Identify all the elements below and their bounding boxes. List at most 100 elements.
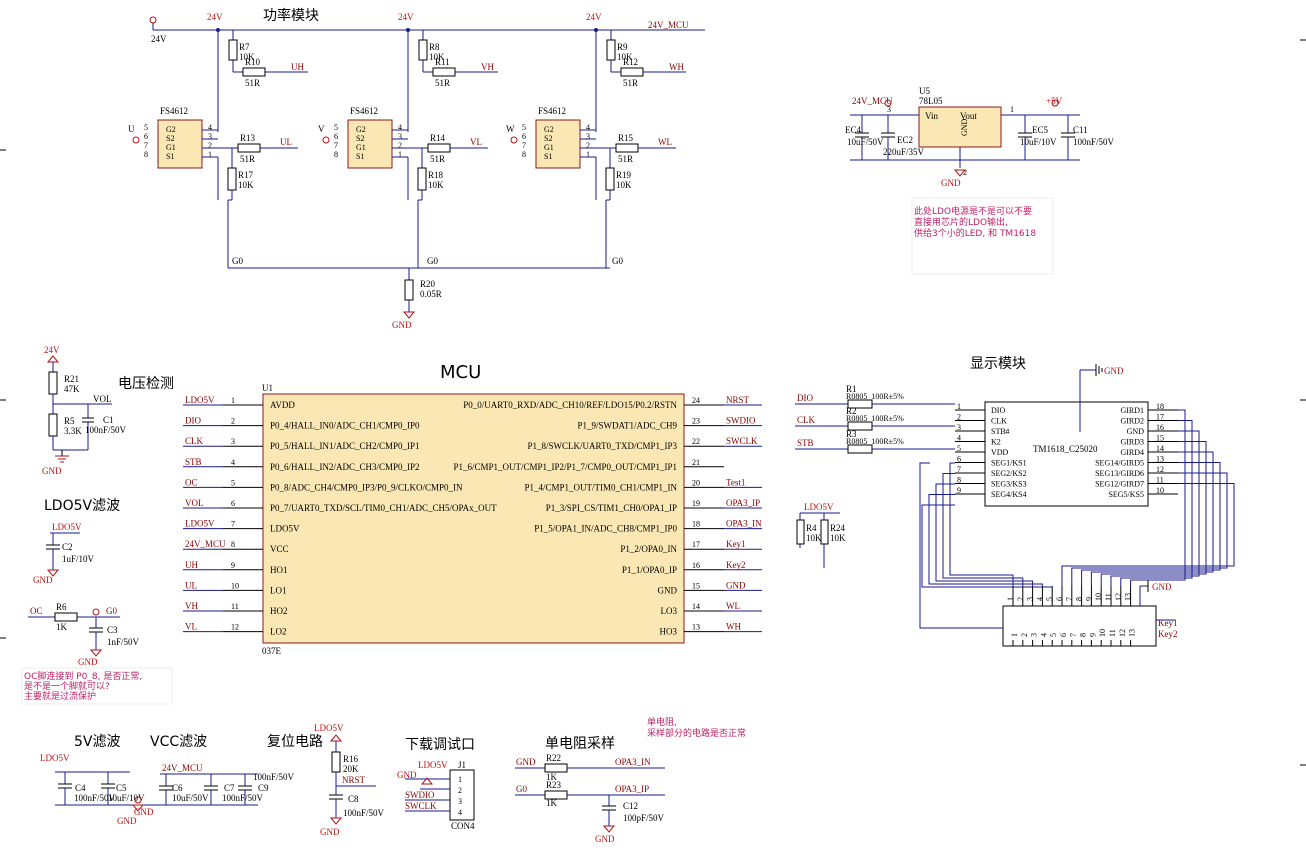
tm-pin-num: 5 <box>957 444 961 453</box>
r4-resistor <box>796 519 805 545</box>
mosfet-pin-left: 7 <box>334 141 338 150</box>
mosfet-fs4612 <box>157 119 203 169</box>
tm-pin-num: 2 <box>957 413 961 422</box>
section-display: 显示模块 <box>970 356 1026 372</box>
oc-note-box <box>21 667 173 705</box>
tm-res-ref: R2 <box>846 406 857 416</box>
u5-gnd-label: GND <box>941 178 961 188</box>
r24-resistor <box>820 519 829 545</box>
c12-val: 100pF/50V <box>623 813 665 823</box>
high-net-label: UH <box>291 62 304 72</box>
tm-pin-name: SEG2/KS2 <box>991 469 1027 478</box>
mosfet-pin-right: 3 <box>586 132 590 141</box>
mcu-pin-name: P0_6/HALL_IN2/ADC_CH3/CMP0_IP2 <box>270 462 420 472</box>
mcu-right-net: OPA3_IP <box>726 498 760 508</box>
mcu-pin-name: P1_9/SWDAT1/ADC_CH9 <box>577 421 677 431</box>
tm-pin-name: SEG3/KS3 <box>991 480 1027 489</box>
c2-ref: C2 <box>62 542 73 552</box>
tm-pin-num: 6 <box>957 455 961 464</box>
ldo5v-filter-label: LDO5V <box>52 522 82 532</box>
mosfet-pin-right: 1 <box>208 150 212 159</box>
u5-gnd: GND <box>960 118 969 136</box>
mosfet-pin-left: 6 <box>522 132 526 141</box>
mosfet-pin-right: 1 <box>398 150 402 159</box>
phase-label: U <box>128 124 135 134</box>
mosfet-part: FS4612 <box>350 106 378 116</box>
mcu-left-net: STB <box>185 457 202 467</box>
mosfet-pin-name: S2 <box>356 134 364 143</box>
tm-pin-num: 1 <box>957 402 961 411</box>
mcu-left-net: OC <box>185 477 198 487</box>
mosfet-pin-right: 2 <box>586 141 590 150</box>
mosfet-pin-left: 7 <box>522 141 526 150</box>
mcu-right-net: SWCLK <box>726 436 758 446</box>
gate-low-ref: R13 <box>240 133 256 143</box>
gate-low-ref: R15 <box>618 133 634 143</box>
vd-24v-label: 24V <box>44 345 60 355</box>
mcu-pin-name: HO2 <box>270 606 288 616</box>
low-net-label: VL <box>470 137 482 147</box>
ldo5v-key-label: LDO5V <box>804 502 834 512</box>
c9-val: 100nF/50V <box>253 772 295 782</box>
conn-top-pin: 9 <box>1084 597 1093 601</box>
vol-net-label: VOL <box>93 394 112 404</box>
mosfet-pin-left: 7 <box>144 141 148 150</box>
mosfet-pin-right: 3 <box>208 132 212 141</box>
tm1618-part: TM1618_C25020 <box>1033 444 1098 454</box>
j1-part: CON4 <box>451 821 475 831</box>
gate-low-ref: R14 <box>430 133 446 143</box>
pulldown-ref: R18 <box>428 170 444 180</box>
pulldown-val: 10K <box>428 180 444 190</box>
tm-pin-name: SEG5/KS5 <box>1108 490 1144 499</box>
mcu-pin-num: 19 <box>692 499 700 508</box>
mosfet-pin-left: 5 <box>334 123 338 132</box>
ec2-ref: EC2 <box>897 135 913 145</box>
mcu-pin-name: P0_5/HALL_IN1/ADC_CH2/CMP0_IP1 <box>270 441 420 451</box>
r21-resistor <box>48 371 58 395</box>
mosfet-pin-right: 4 <box>398 123 402 132</box>
tm-series-resistor <box>847 444 873 454</box>
tm-pin-num: 7 <box>957 465 961 474</box>
ec4-ref: EC4 <box>845 125 862 135</box>
mosfet-pin-name: S1 <box>544 152 552 161</box>
mosfet-pin-name: G2 <box>166 125 176 134</box>
mosfet-pin-left: 5 <box>522 123 526 132</box>
pulldown-val: 10K <box>238 180 254 190</box>
reset-gnd: GND <box>320 827 340 837</box>
conn-bottom-pin: 3 <box>1030 633 1039 637</box>
conn-bottom-pin: 13 <box>1128 629 1137 637</box>
mcu-pin-num: 18 <box>692 520 700 529</box>
tm-pin-num: 3 <box>957 423 961 432</box>
c4-val: 100nF/50V <box>74 793 116 803</box>
u5-pin-in: 3 <box>887 105 891 114</box>
mcu-pin-name: LO2 <box>270 627 287 637</box>
pullup-val: 10K <box>429 52 445 62</box>
pullup-val: 10K <box>239 52 255 62</box>
mcu-right-net: Key1 <box>726 539 746 549</box>
tm-pin-num: 17 <box>1156 413 1164 422</box>
conn-top-pin: 8 <box>1075 597 1084 601</box>
section-shunt: 单电阻采样 <box>545 736 615 752</box>
mcu-pin-num: 4 <box>231 458 235 467</box>
r4-ref: R4 <box>806 523 817 533</box>
c6-ref: C6 <box>172 783 183 793</box>
pulldown-ref: R17 <box>238 170 254 180</box>
u5-vin: Vin <box>925 111 938 121</box>
tm-pin-num: 16 <box>1156 423 1164 432</box>
tm-pin-num: 4 <box>957 434 961 443</box>
mosfet-part: FS4612 <box>538 106 566 116</box>
r21-ref: R21 <box>64 374 79 384</box>
section-mcu: MCU <box>440 362 481 383</box>
mosfet-pin-name: G2 <box>544 125 554 134</box>
j1-ref: J1 <box>458 760 466 770</box>
mcu-pin-num: 16 <box>692 561 700 570</box>
j1-pin4: 4 <box>458 808 462 817</box>
gate-resistor-high <box>242 67 266 77</box>
shunt-resistor-r20 <box>404 279 414 301</box>
conn-bottom-pin: 5 <box>1049 633 1058 637</box>
conn-bottom-pin: 12 <box>1118 629 1127 637</box>
mcu-pin-num: 22 <box>692 437 700 446</box>
mcu-pin-name: HO1 <box>270 565 288 575</box>
